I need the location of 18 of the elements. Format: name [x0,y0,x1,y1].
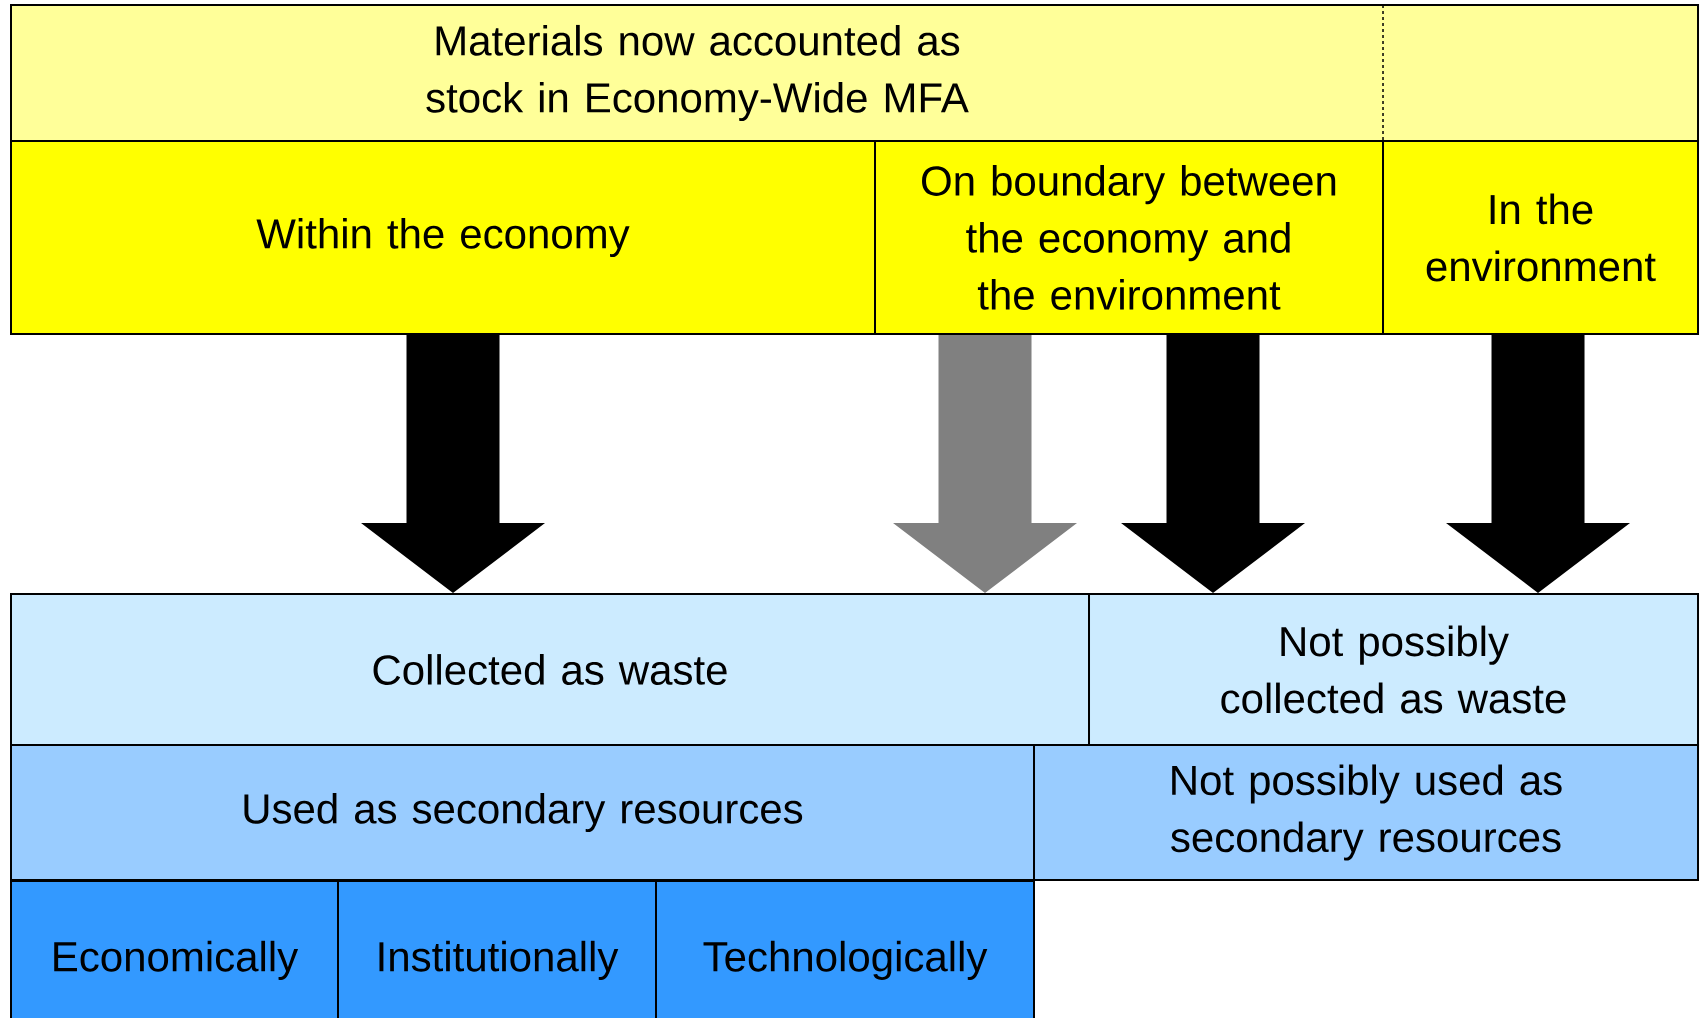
reason-box: Institutionally [337,880,657,1018]
outcome-box: Collected as waste [10,593,1090,746]
reason-box: Technologically [655,880,1035,1018]
outcome-box: Used as secondary resources [10,744,1035,881]
reason-box: Economically [10,880,339,1018]
block-arrow [1446,335,1630,593]
node-label: Institutionally [379,940,619,980]
block-arrow [1121,335,1305,593]
node-label: Technologically [703,940,988,980]
outcome-box: Not possibly used as secondary resources [1033,744,1699,881]
category-box: Within the economy [10,140,876,335]
block-arrow [361,335,545,593]
node-label: Economically [54,940,299,980]
category-box: On boundary between the economy and the environment [874,140,1384,335]
category-box: In the environment [1382,140,1699,335]
outcome-box: Not possibly collected as waste [1088,593,1699,746]
block-arrow [893,335,1077,593]
header-text: Materials now accounted as stock in Economy-Wide MFA [426,24,969,122]
